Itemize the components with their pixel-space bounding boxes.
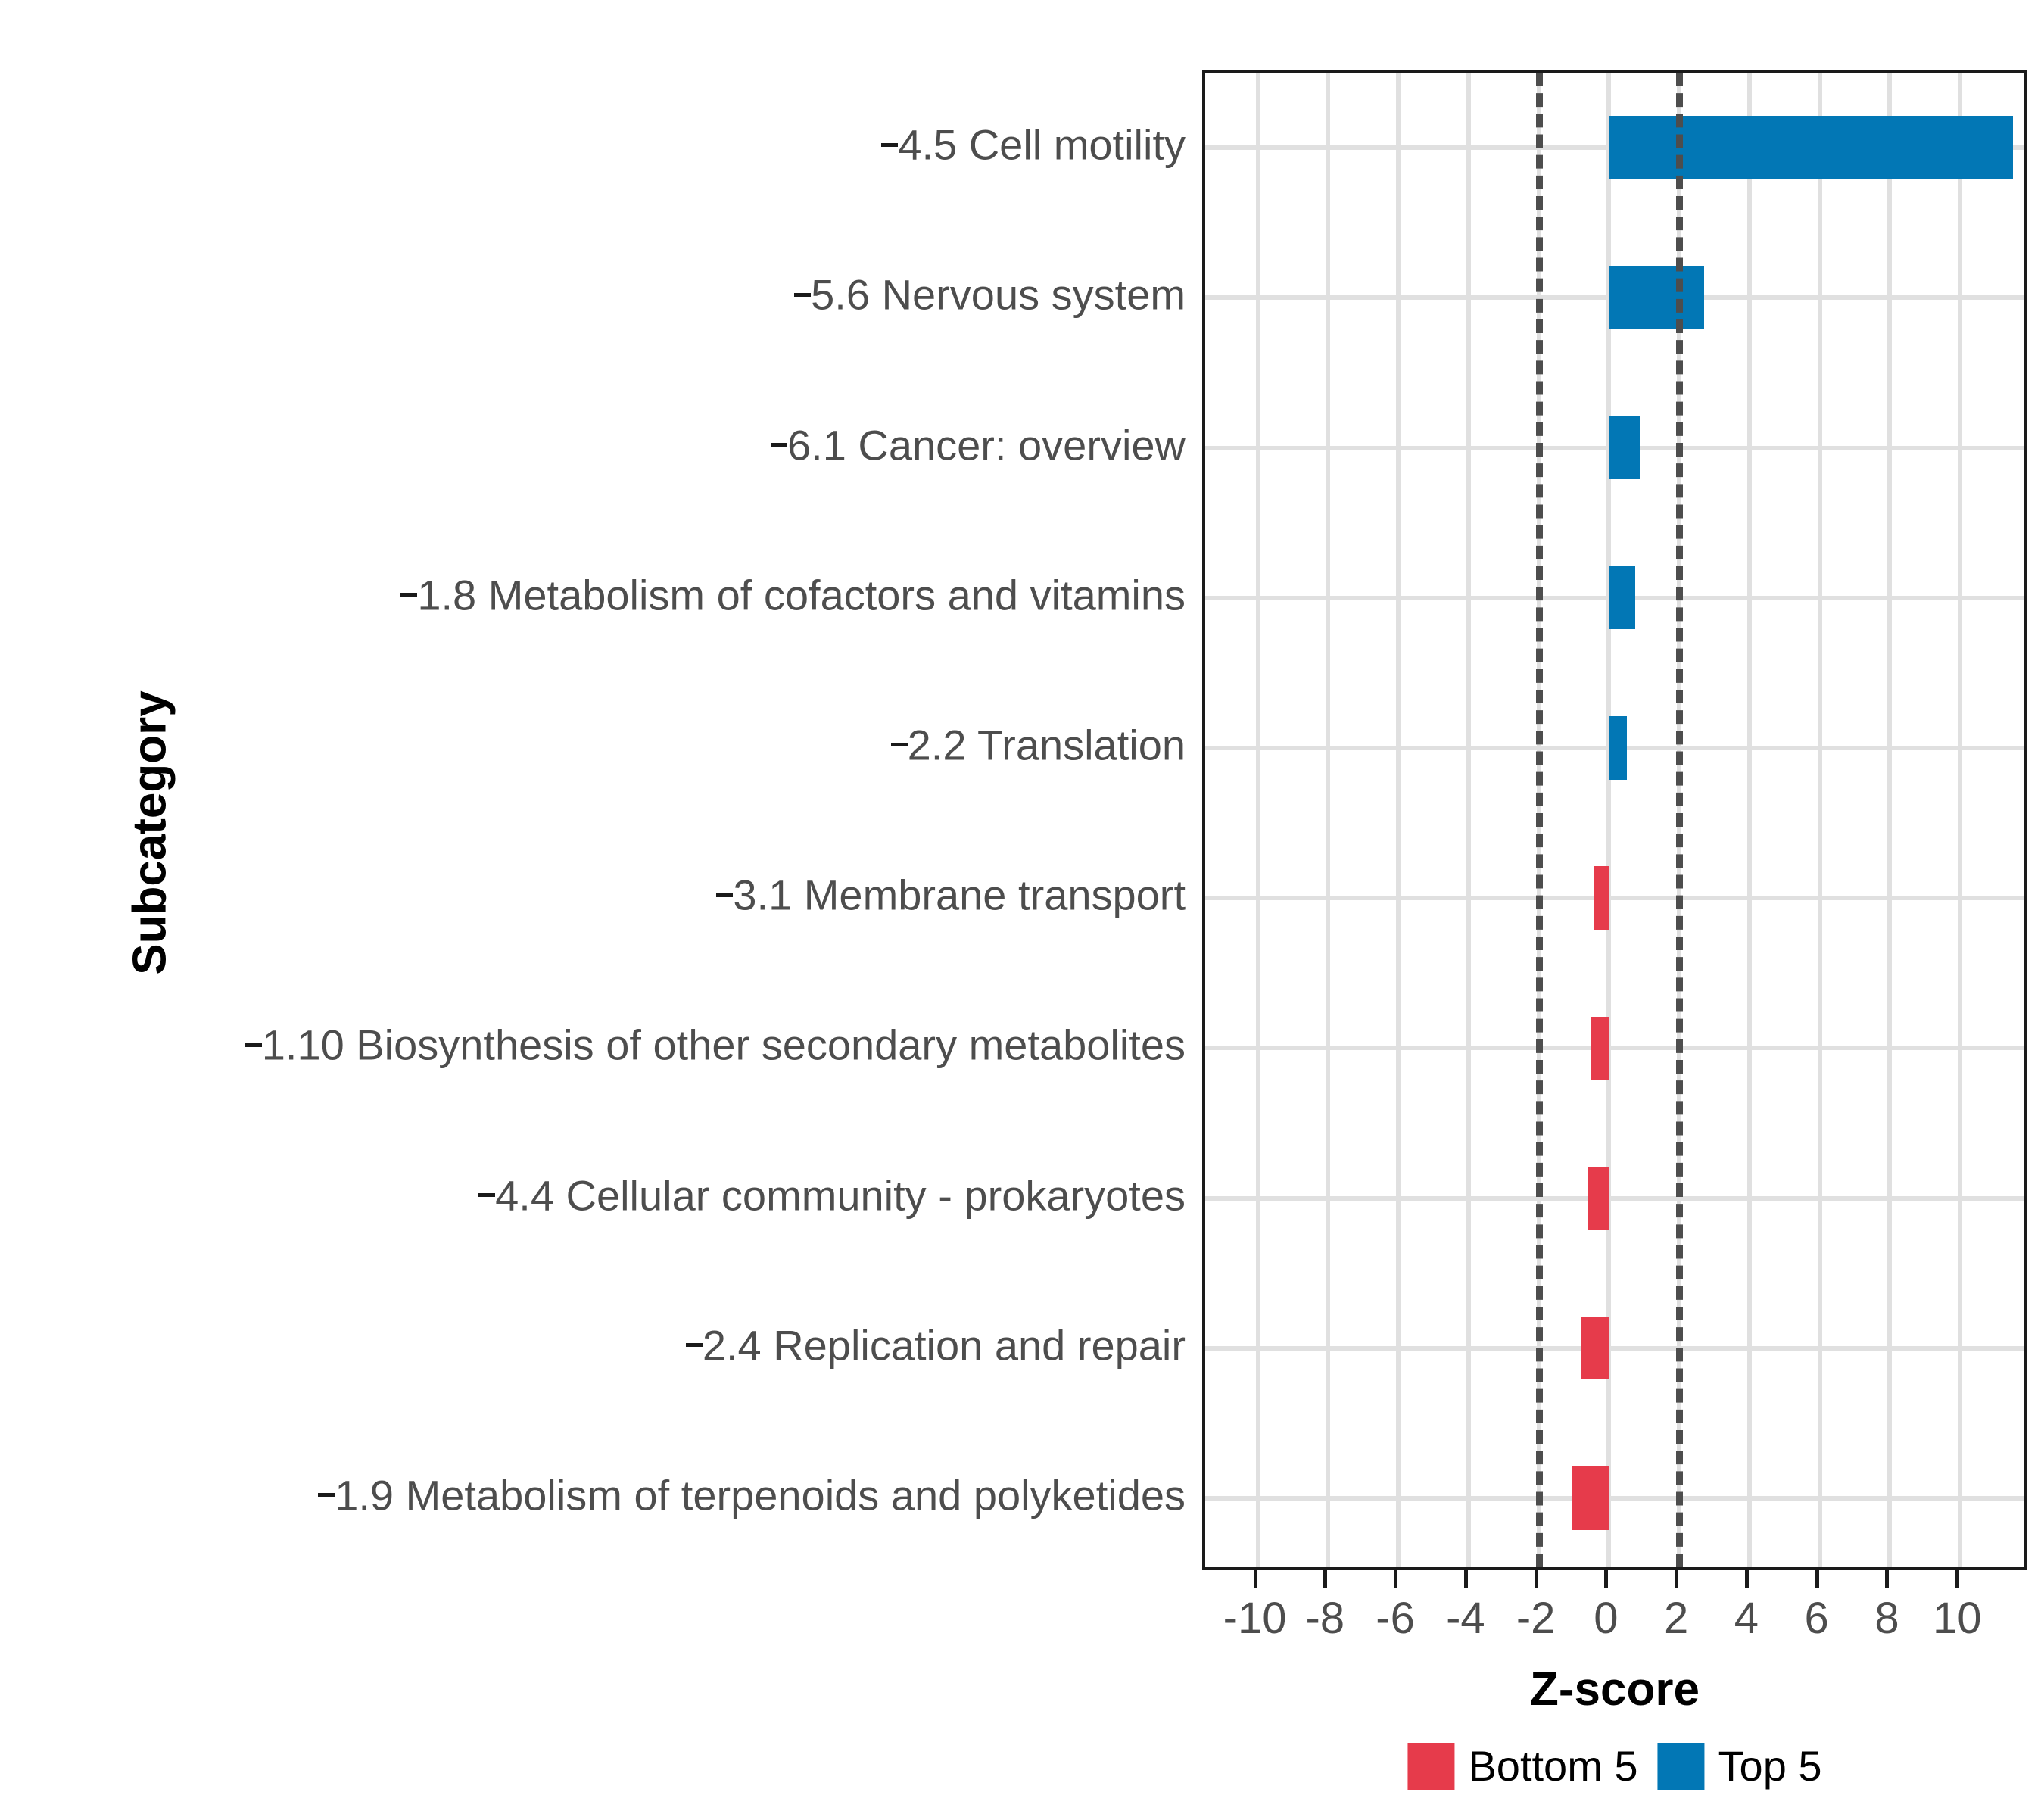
x-axis-tick-label: -4 (1446, 1594, 1485, 1643)
x-axis-tick-label: 0 (1594, 1594, 1619, 1643)
bar[interactable] (1572, 1466, 1609, 1530)
x-axis-tick-mark (1744, 1570, 1749, 1588)
y-axis-tick-label: 4.4 Cellular community - prokaryotes (478, 1170, 1186, 1220)
y-axis-tick-label: 1.8 Metabolism of cofactors and vitamins (400, 570, 1186, 619)
bar[interactable] (1609, 566, 1636, 630)
x-axis-tick-label: 8 (1874, 1594, 1899, 1643)
y-axis-tick-mark (685, 1343, 703, 1348)
horizontal-gridline (1205, 896, 2024, 901)
bar[interactable] (1609, 266, 1704, 329)
bar[interactable] (1591, 1016, 1609, 1080)
y-axis-tick-mark (318, 1493, 335, 1498)
y-axis-tick-mark (794, 292, 812, 297)
y-axis-tick-label: 2.2 Translation (890, 720, 1186, 769)
threshold-dashed-line (1535, 73, 1543, 1567)
bar[interactable] (1609, 116, 2013, 179)
x-axis-tick-mark (1885, 1570, 1890, 1588)
x-axis-tick-mark (1675, 1570, 1679, 1588)
vertical-gridline (1326, 73, 1331, 1567)
y-axis-tick-mark (770, 443, 787, 447)
y-axis-tick-label: 1.9 Metabolism of terpenoids and polyket… (318, 1470, 1186, 1519)
horizontal-gridline (1205, 1046, 2024, 1051)
x-axis-tick-label: -6 (1376, 1594, 1415, 1643)
x-axis-tick-mark (1253, 1570, 1257, 1588)
x-axis-tick-label: -2 (1516, 1594, 1556, 1643)
vertical-gridline (1606, 73, 1612, 1567)
legend-color-swatch (1407, 1742, 1455, 1790)
x-axis-tick-mark (1604, 1570, 1609, 1588)
bar[interactable] (1588, 1166, 1609, 1230)
y-axis-tick-mark (400, 593, 418, 597)
horizontal-gridline (1205, 1495, 2024, 1501)
vertical-gridline (1746, 73, 1752, 1567)
plot-panel (1202, 70, 2027, 1570)
legend-label: Top 5 (1718, 1742, 1822, 1790)
x-axis-tick-mark (1394, 1570, 1398, 1588)
legend-item[interactable]: Bottom 5 (1407, 1741, 1638, 1791)
vertical-gridline (1817, 73, 1822, 1567)
x-axis-tick-mark (1463, 1570, 1468, 1588)
legend-label: Bottom 5 (1468, 1742, 1638, 1790)
legend: Bottom 5 Top 5 (1407, 1741, 1822, 1791)
bar[interactable] (1581, 1317, 1609, 1380)
bars-layer (1205, 73, 2024, 1567)
y-axis-tick-mark (245, 1043, 262, 1047)
x-axis-tick-mark (1955, 1570, 1960, 1588)
x-axis-tick-mark (1323, 1570, 1328, 1588)
threshold-dashed-line (1676, 73, 1684, 1567)
x-axis-tick-mark (1534, 1570, 1538, 1588)
bar[interactable] (1609, 416, 1641, 480)
x-axis-tick-label: 6 (1804, 1594, 1829, 1643)
y-axis-tick-mark (881, 142, 899, 147)
x-axis-tick-label: -8 (1305, 1594, 1345, 1643)
y-axis-tick-label: 5.6 Nervous system (794, 270, 1186, 319)
y-axis-tick-mark (478, 1193, 496, 1197)
legend-color-swatch (1657, 1742, 1705, 1790)
vertical-gridline (1958, 73, 1963, 1567)
bar[interactable] (1593, 866, 1609, 930)
horizontal-gridline (1205, 1345, 2024, 1351)
x-axis-tick-label: 10 (1932, 1594, 1982, 1643)
y-axis-tick-label: 4.5 Cell motility (881, 120, 1186, 170)
y-axis-tick-mark (890, 743, 908, 747)
y-axis-tick-label: 6.1 Cancer: overview (770, 420, 1186, 469)
legend-item[interactable]: Top 5 (1657, 1741, 1822, 1791)
y-axis-tick-label: 1.10 Biosynthesis of other secondary met… (245, 1021, 1186, 1070)
bar[interactable] (1609, 716, 1627, 780)
x-axis-tick-label: -10 (1223, 1594, 1287, 1643)
x-axis-title: Z-score (1530, 1663, 1700, 1716)
vertical-gridline (1255, 73, 1260, 1567)
x-axis-tick-label: 4 (1734, 1594, 1759, 1643)
y-axis-tick-label: 3.1 Membrane transport (716, 871, 1186, 920)
x-axis-tick-mark (1815, 1570, 1819, 1588)
vertical-gridline (1887, 73, 1893, 1567)
horizontal-gridline (1205, 1195, 2024, 1201)
y-axis-tick-mark (716, 893, 734, 897)
y-axis-title: Subcategory (123, 690, 176, 975)
x-axis-tick-label: 2 (1664, 1594, 1689, 1643)
vertical-gridline (1466, 73, 1471, 1567)
y-axis-tick-label: 2.4 Replication and repair (685, 1320, 1186, 1370)
vertical-gridline (1396, 73, 1401, 1567)
